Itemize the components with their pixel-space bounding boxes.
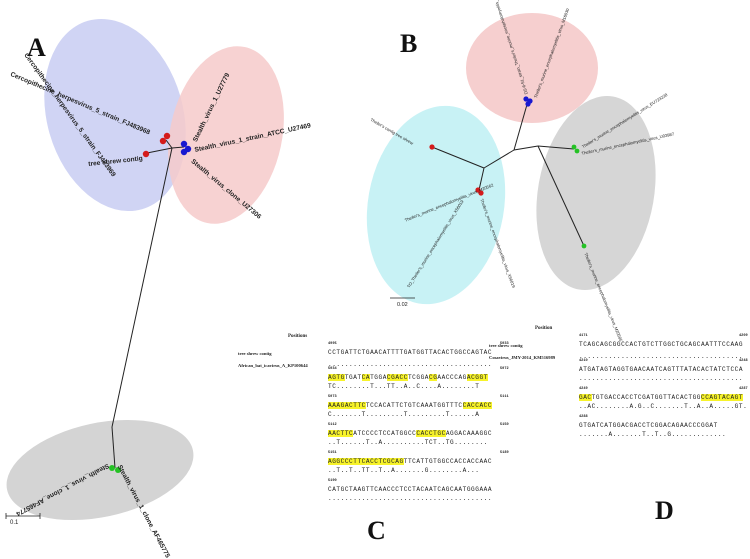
cluster-ellipse-blue xyxy=(44,18,186,212)
sequence-row: GTGATCATGGACGACCTCGGACAGAACCCGGAT xyxy=(579,422,718,430)
sequence-label-2: Cosavirus_JMY-2014_KM516989 xyxy=(489,355,556,360)
position-end: 5111 xyxy=(500,395,509,399)
sequence-row-diff: ....................................... xyxy=(328,361,493,368)
sequence-label-1: tree shrew contig xyxy=(489,343,523,348)
position-start: 4210 xyxy=(579,359,588,363)
panel-label-b: B xyxy=(400,29,418,58)
position-start: 4288 xyxy=(579,415,588,419)
highlighted-segment: CACCTGC xyxy=(416,430,446,437)
sequence-row: CATGCTAAGTTCAACCCTCCTACAATCAGCAATGGGAAA xyxy=(328,486,492,494)
cluster-ellipse-cyan xyxy=(366,105,506,305)
sequence-row: GACTGTGACCACCTCGATGGTTACACTGGCCAGTACAGT xyxy=(579,394,744,402)
highlighted-segment: AACTTC xyxy=(328,430,354,437)
highlighted-segment: GAC xyxy=(579,394,592,401)
tree-a-tips xyxy=(109,132,192,473)
highlighted-segment: CA xyxy=(361,374,371,381)
sequence-segment: CATGCTAAGTTCAACCCTCCTACAATCAGCAATGGGAAA xyxy=(328,486,493,493)
tree-b-branches xyxy=(431,100,585,247)
scale-label-b: 0.02 xyxy=(397,302,408,308)
position-end: 4209 xyxy=(739,334,748,338)
cluster-ellipse-grey-b xyxy=(536,95,656,291)
tree-a-labels: Cercopithecine_herpesvirus_5_strain_FJ48… xyxy=(9,52,311,559)
tree-b-tips xyxy=(429,96,587,249)
alignment-header: Position xyxy=(535,326,553,331)
sequence-row: AAAGACTTCTCCACATTCTGTCAAATGGTTTCCACCACC xyxy=(328,402,493,410)
highlighted-segment: AGGCCCTTCACCTCGCAG xyxy=(328,458,404,465)
sequence-label-1: tree shrew contig xyxy=(238,351,272,356)
sequence-segment: ATGATAGTAGGTGAACAATCAGTTTATACACTATCTCCA xyxy=(579,366,744,373)
sequence-row: TCAGCAGCGGCCACTGTCTTGGCTGCAGCAATTTCCAAG xyxy=(579,341,744,348)
sequence-row-diff: ..T......T..A..........TCT..TG........ xyxy=(328,439,488,446)
highlighted-segment: CACCACC xyxy=(462,402,493,409)
panel-label-a: A xyxy=(27,33,46,62)
sequence-segment: AGGACAAAGGC xyxy=(445,430,493,437)
sequence-segment: TGGA xyxy=(370,374,387,381)
highlighted-segment: CCAGTAC xyxy=(701,394,731,401)
position-start: 5190 xyxy=(328,479,337,483)
scale-label-a: 0.1 xyxy=(10,520,19,526)
sequence-segment: GTGATCATGGACGACCTCGGACAGAACCCGGAT xyxy=(579,422,718,429)
sequence-row-diff: C.......T.........T.........T......A xyxy=(328,411,480,418)
phylogeny-figure xyxy=(5,13,656,521)
sequence-row-diff: ..AC........A.G..C.......T..A..A.....GT. xyxy=(579,403,748,410)
sequence-segment: AAC xyxy=(479,458,493,465)
position-start: 4249 xyxy=(579,387,588,391)
position-start: 4995 xyxy=(328,342,337,346)
cluster-ellipse-grey-a xyxy=(6,419,194,521)
position-start: 4171 xyxy=(579,334,588,338)
sequence-segment: TGTGACCACCTCGATGGTTACACTGG xyxy=(591,394,702,401)
tip-label: Theiler's_murine_encephalomyelitis_virus… xyxy=(533,7,571,99)
tree-a-branches xyxy=(111,139,185,469)
sequence-row: AGTGTGATCATGGACGACCTCGGACGAACCCAGACGGT xyxy=(328,374,488,382)
highlighted-segment: AGT xyxy=(730,394,744,401)
position-end: 5150 xyxy=(500,423,509,427)
cluster-ellipse-pink-b xyxy=(466,13,598,123)
highlighted-segment: ACGGT xyxy=(466,374,488,381)
sequence-row-diff: ....................................... xyxy=(328,495,493,502)
tree-b-labels: DS-6-51_strain_Theiler's_murine_encephal… xyxy=(369,0,675,343)
sequence-segment: TCGGA xyxy=(407,374,429,381)
panel-label-c: C xyxy=(367,516,386,545)
position-end: 4287 xyxy=(739,387,748,391)
sequence-row: ATGATAGTAGGTGAACAATCAGTTTATACACTATCTCCA xyxy=(579,366,743,374)
sequence-row: AACTTCATCCCCTCCATGGCCCACCTGCAGGACAAAGGC xyxy=(328,430,492,438)
sequence-row-diff: ....................................... xyxy=(579,375,744,382)
sequence-row: CCTGATTCTGAACATTTTGATGGTTACACTGGCCAGTAC xyxy=(328,349,493,356)
cluster-ellipse-pink xyxy=(168,46,284,224)
position-end: 5189 xyxy=(500,451,509,455)
highlighted-segment: AGTG xyxy=(328,374,345,381)
sequence-row: AGGCCCTTCACCTCGCAGTTCATTGTGGCCACCACCAAC xyxy=(328,458,492,466)
sequence-segment: AACCCAG xyxy=(437,374,467,381)
tip-label: DS-6-51_strain_Theiler's_murine_encephal… xyxy=(485,0,529,96)
sequence-segment: ATCCCCTCCATGGCC xyxy=(353,430,417,437)
position-start: 5112 xyxy=(328,423,337,427)
alignment-header: Positions xyxy=(288,334,308,339)
tip-label: Theiler's_murine_encephalomyelitis_virus… xyxy=(479,198,517,289)
tip-label: Theiler's_murine_encephalomyelitis_virus… xyxy=(583,252,624,343)
sequence-label-2: African_bat_icavirus_A_KP100644 xyxy=(238,363,308,368)
sequence-row-diff: TC........T...TT..A..C....A........T xyxy=(328,383,480,390)
sequence-segment: TCCACATTCTGTCAAATGGTTTC xyxy=(365,402,463,409)
highlighted-segment: AAAGACTTC xyxy=(328,402,366,409)
position-start: 5034 xyxy=(328,367,337,371)
scale-bar-a xyxy=(5,513,41,519)
sequence-segment: TGAT xyxy=(344,374,362,381)
panel-label-d: D xyxy=(655,496,674,525)
highlighted-segment: CGACC xyxy=(386,374,408,381)
sequence-row-diff: .......A.......T..T..G............. xyxy=(579,431,727,438)
sequence-row-diff: ....................................... xyxy=(579,353,744,360)
sequence-segment: TTCATTGTGGCCACCACC xyxy=(403,458,480,465)
position-start: 5073 xyxy=(328,395,337,399)
position-end: 4248 xyxy=(739,359,748,363)
highlighted-segment: CG xyxy=(429,374,438,381)
position-start: 5151 xyxy=(328,451,337,455)
position-end: 5033 xyxy=(500,342,509,346)
position-end: 5072 xyxy=(500,367,509,371)
sequence-row-diff: ..T..T..TT..T..A.......G........A... xyxy=(328,467,480,474)
tip-label: Theiler's contig tree shrew xyxy=(369,117,415,146)
